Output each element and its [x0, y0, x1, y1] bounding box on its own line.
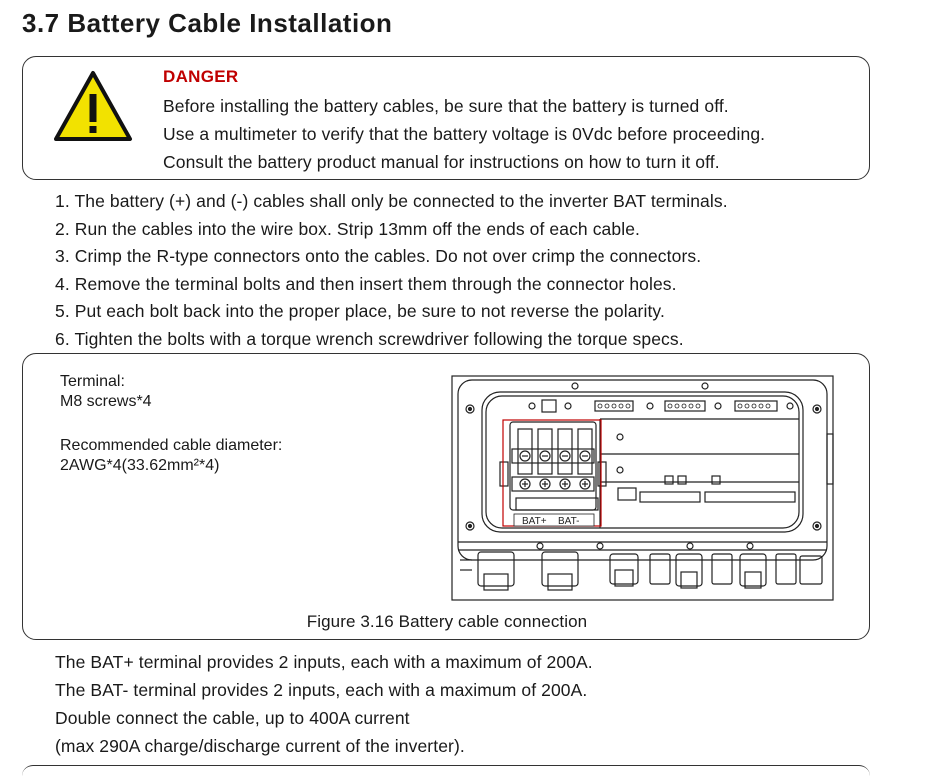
warning-triangle-icon [54, 71, 132, 141]
step-item: 6. Tighten the bolts with a torque wrenc… [55, 328, 684, 349]
danger-line: Consult the battery product manual for i… [163, 152, 720, 172]
current-notes: The BAT+ terminal provides 2 inputs, eac… [55, 648, 593, 760]
cable-diameter-value: 2AWG*4(33.62mm²*4) [60, 457, 220, 474]
note-line: (max 290A charge/discharge current of th… [55, 736, 465, 756]
terminal-label: Terminal: [60, 373, 125, 390]
step-item: 5. Put each bolt back into the proper pl… [55, 301, 665, 322]
danger-label: DANGER [163, 67, 239, 86]
step-item: 1. The battery (+) and (-) cables shall … [55, 191, 728, 211]
bat-plus-label: BAT+ [522, 516, 547, 527]
danger-text: Before installing the battery cables, be… [163, 92, 765, 176]
danger-line: Use a multimeter to verify that the batt… [163, 124, 766, 144]
note-line: The BAT+ terminal provides 2 inputs, eac… [55, 652, 593, 672]
section-title: 3.7 Battery Cable Installation [22, 8, 393, 38]
step-item: 4. Remove the terminal bolts and then in… [55, 273, 677, 294]
cable-diameter-label: Recommended cable diameter: [60, 437, 283, 454]
note-line: The BAT- terminal provides 2 inputs, eac… [55, 680, 588, 700]
next-box-edge [22, 765, 870, 776]
note-line: Double connect the cable, up to 400A cur… [55, 708, 410, 728]
bat-minus-label: BAT- [558, 516, 579, 527]
step-item: 3. Crimp the R-type connectors onto the … [55, 246, 702, 267]
terminal-value: M8 screws*4 [60, 393, 152, 410]
step-item: 2. Run the cables into the wire box. Str… [55, 218, 641, 239]
installation-steps: 1. The battery (+) and (-) cables shall … [55, 188, 728, 354]
figure-panel: Terminal: M8 screws*4 Recommended cable … [22, 353, 870, 640]
figure-caption: Figure 3.16 Battery cable connection [306, 612, 588, 631]
danger-line: Before installing the battery cables, be… [163, 96, 729, 116]
danger-callout: DANGER Before installing the battery cab… [22, 56, 870, 180]
inverter-wiring-diagram: BAT+ BAT- [451, 375, 834, 601]
